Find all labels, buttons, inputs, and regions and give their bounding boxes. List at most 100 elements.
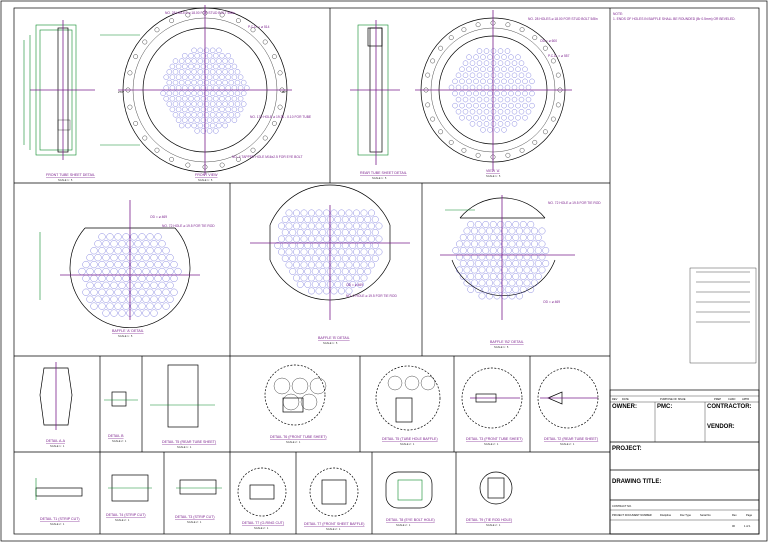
notes-title: NOTE: [613, 12, 623, 16]
svg-text:DETAIL T3 (STRIP CUT): DETAIL T3 (STRIP CUT) [175, 515, 215, 519]
svg-text:Rev: Rev [732, 513, 737, 517]
svg-text:Page: Page [746, 513, 753, 517]
detail-t5-rear: DETAIL T5 (REAR TUBE SHEET) SCALE 1 : 1 [150, 364, 216, 449]
baffle-a-detail: OD = ⌀ 469 NO. 72 HOLE ⌀ 19.5 FOR TIE RO… [39, 200, 215, 338]
svg-text:DETAIL T5 (REAR TUBE SHEET): DETAIL T5 (REAR TUBE SHEET) [162, 440, 216, 444]
detail-t8-eyebolt: DETAIL T8 (EYE BOLT HOLE) SCALE 2 : 1 [385, 471, 435, 527]
detail-t9-tierod: DETAIL T9 (TIE ROD HOLE) SCALE 2 : 1 [466, 471, 513, 527]
front-view-flange: NO. 28 HOLES ⌀ 18.00 FOR STUD BOLT 5/8in… [100, 5, 312, 182]
svg-text:00: 00 [732, 524, 735, 528]
scale-view-a: SCALE 1 : 5 [486, 174, 501, 178]
baffle-b-detail: OD = ⌀ 469 NO. 2 HOLE ⌀ 19.5 FOR TIE ROD… [250, 184, 410, 345]
svg-text:DETAIL T3 (FRONT TUBE SHEET): DETAIL T3 (FRONT TUBE SHEET) [466, 437, 523, 441]
detail-t6-front: DETAIL T6 (FRONT TUBE SHEET) SCALE 2 : 1 [264, 364, 327, 444]
caption-baffle-b: BAFFLE 'B' DETAIL [318, 336, 350, 340]
svg-text:Discipline: Discipline [660, 513, 672, 517]
note-od-2: OD = ⌀ 600 [540, 39, 557, 43]
drawing-title-label: DRAWING TITLE: [612, 479, 661, 485]
svg-text:DATE: DATE [622, 397, 629, 401]
svg-text:DETAIL T5 (TUBE HOLE BAFFLE): DETAIL T5 (TUBE HOLE BAFFLE) [382, 437, 438, 441]
svg-text:CHKD: CHKD [728, 397, 735, 401]
svg-text:SCALE 1 : 1: SCALE 1 : 1 [177, 445, 192, 449]
svg-text:SCALE 2 : 1: SCALE 2 : 1 [326, 527, 341, 531]
note-od-b: OD = ⌀ 469 [346, 283, 363, 287]
note-holes-b: NO. 2 HOLE ⌀ 19.5 FOR TIE ROD [346, 294, 397, 298]
svg-text:1 of 1: 1 of 1 [744, 524, 751, 528]
svg-text:SCALE 2 : 1: SCALE 2 : 1 [484, 442, 499, 446]
project-label: PROJECT: [612, 446, 642, 452]
caption-baffle-a: BAFFLE 'A' DETAIL [112, 329, 144, 333]
scale-baffle-c: SCALE 1 : 5 [494, 345, 509, 349]
detail-t7-oring: DETAIL T7 (O-RING CUT) SCALE 2 : 1 [237, 467, 287, 530]
detail-t3-strip: DETAIL T3 (STRIP CUT) SCALE 2 : 1 [175, 479, 222, 524]
note-holes-1: NO. 28 HOLES ⌀ 18.00 FOR STUD BOLT 5/8in [165, 11, 235, 15]
svg-text:SCALE 2 : 1: SCALE 2 : 1 [560, 442, 575, 446]
svg-text:DETAIL T7 (O-RING CUT): DETAIL T7 (O-RING CUT) [242, 521, 284, 525]
scale-front-tubesheet: SCALE 1 : 5 [58, 178, 73, 182]
svg-text:PREP: PREP [714, 397, 721, 401]
rear-tubesheet-side-view: REAR TUBE SHEET DETAIL SCALE 1 : 5 [350, 20, 407, 180]
svg-text:DETAIL T7 (FRONT SHEET BAFFLE): DETAIL T7 (FRONT SHEET BAFFLE) [304, 522, 365, 526]
detail-t4-strip: DETAIL T4 (STRIP CUT) SCALE 2 : 1 [106, 474, 152, 522]
angle-270: 270° [118, 90, 125, 94]
caption-view-a: VIEW 'A' [486, 169, 500, 173]
legend-box [689, 267, 757, 364]
svg-text:DETAIL T9 (TIE ROD HOLE): DETAIL T9 (TIE ROD HOLE) [466, 518, 512, 522]
note-tapped-1: NO. 4 TAPPED HOLE M16x2.5 FOR EYE BOLT [232, 155, 303, 159]
svg-text:SCALE 2 : 1: SCALE 2 : 1 [396, 523, 411, 527]
scale-baffle-a: SCALE 1 : 5 [118, 334, 133, 338]
detail-t2-rear: DETAIL T2 (REAR TUBE SHEET) SCALE 2 : 1 [537, 367, 599, 446]
svg-text:SCALE 2 : 1: SCALE 2 : 1 [112, 439, 127, 443]
scale-baffle-b: SCALE 1 : 5 [323, 341, 338, 345]
pmc-label: PMC: [657, 404, 672, 410]
svg-text:DETAIL T8 (EYE BOLT HOLE): DETAIL T8 (EYE BOLT HOLE) [386, 518, 435, 522]
note-holes-a: NO. 72 HOLE ⌀ 19.5 FOR TIE ROD [162, 224, 215, 228]
view-a-flange: NO. 28 HOLES ⌀ 18.00 FOR STUD BOLT 5/8in… [415, 10, 598, 178]
note-pcd-1: P.C.D. = ⌀ 514 [248, 25, 270, 29]
caption-rear-tubesheet: REAR TUBE SHEET DETAIL [360, 171, 407, 175]
angle-90: 90° [282, 90, 287, 94]
svg-text:SCALE 2 : 1: SCALE 2 : 1 [50, 522, 65, 526]
note-holes-2: NO. 28 HOLES ⌀ 18.00 FOR STUD BOLT 5/8in [528, 17, 598, 21]
svg-text:Serial No: Serial No [700, 513, 711, 517]
svg-text:DETAIL T2 (REAR TUBE SHEET): DETAIL T2 (REAR TUBE SHEET) [544, 437, 598, 441]
svg-text:SCALE 2 : 1: SCALE 2 : 1 [400, 442, 415, 446]
svg-text:PROJECT DOCUMENT NUMBER: PROJECT DOCUMENT NUMBER [612, 513, 652, 517]
svg-text:DETAIL T4 (STRIP CUT): DETAIL T4 (STRIP CUT) [106, 513, 146, 517]
detail-t1-strip: DETAIL T1 (STRIP CUT) SCALE 2 : 1 [35, 478, 83, 526]
notes-line-1: 1. ENDS OF HOLES IN BAFFLE SHALL BE ROUN… [613, 17, 736, 21]
title-block: REV DATE PURPOSE OF ISSUE PREP CHKD APPR… [609, 389, 760, 535]
note-holes-c: NO. 72 HOLE ⌀ 19.5 FOR TIE ROD [548, 201, 601, 205]
svg-text:SCALE 2 : 1: SCALE 2 : 1 [486, 523, 501, 527]
svg-text:DETAIL B: DETAIL B [108, 434, 124, 438]
detail-t7-baffle: DETAIL T7 (FRONT SHEET BAFFLE) SCALE 2 :… [304, 467, 365, 531]
svg-text:SCALE 1 : 1: SCALE 1 : 1 [50, 444, 65, 448]
svg-text:CONTRACT NO.: CONTRACT NO. [612, 504, 632, 508]
scale-rear-tubesheet: SCALE 1 : 5 [372, 176, 387, 180]
owner-label: OWNER: [612, 404, 637, 410]
caption-baffle-c: BAFFLE 'B2' DETAIL [490, 340, 524, 344]
caption-front-tubesheet: FRONT TUBE SHEET DETAIL [46, 173, 95, 177]
detail-aa: DETAIL A-A SCALE 1 : 1 [39, 362, 73, 448]
baffle-c-detail: NO. 72 HOLE ⌀ 19.5 FOR TIE ROD OD = ⌀ 46… [440, 195, 601, 349]
vendor-label: VENDOR: [707, 424, 735, 430]
svg-text:SCALE 2 : 1: SCALE 2 : 1 [115, 518, 130, 522]
svg-text:SCALE 2 : 1: SCALE 2 : 1 [254, 526, 269, 530]
detail-t5-baffle: DETAIL T5 (TUBE HOLE BAFFLE) SCALE 2 : 1 [375, 365, 441, 446]
detail-b: DETAIL B SCALE 2 : 1 [104, 391, 138, 443]
svg-text:Doc Type: Doc Type [680, 513, 691, 517]
front-tubesheet-side-view: FRONT TUBE SHEET DETAIL SCALE 1 : 5 [23, 20, 95, 182]
svg-text:DETAIL T1 (STRIP CUT): DETAIL T1 (STRIP CUT) [40, 517, 80, 521]
svg-text:DETAIL T6 (FRONT TUBE SHEET): DETAIL T6 (FRONT TUBE SHEET) [270, 435, 327, 439]
svg-text:DETAIL A-A: DETAIL A-A [46, 439, 66, 443]
note-tubes-1: NO. 170 HOLE ⌀ 19.30 - 0.10 FOR TUBE [250, 115, 312, 119]
caption-front-view: FRONT VIEW [195, 173, 218, 177]
inner-border [13, 7, 760, 535]
svg-text:REV: REV [612, 397, 618, 401]
contractor-label: CONTRACTOR: [707, 404, 752, 410]
note-od-c: OD = ⌀ 469 [543, 300, 560, 304]
note-pcd-2: P.C.D. = ⌀ 557 [548, 54, 570, 58]
